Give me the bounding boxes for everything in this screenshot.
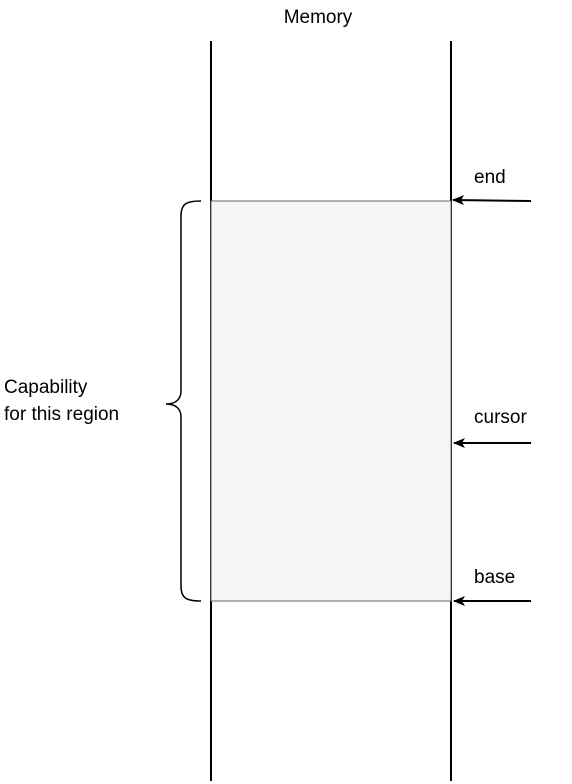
end-pointer-arrow: [452, 195, 532, 206]
cursor-pointer-label: cursor: [474, 407, 527, 428]
end-pointer-label: end: [474, 167, 506, 188]
capability-label-line1: Capability: [4, 377, 88, 398]
memory-title: Memory: [284, 7, 353, 28]
base-pointer-label: base: [474, 567, 515, 588]
capability-label-line2: for this region: [4, 404, 119, 425]
capability-brace: [165, 200, 202, 602]
capability-region: [210, 200, 452, 602]
